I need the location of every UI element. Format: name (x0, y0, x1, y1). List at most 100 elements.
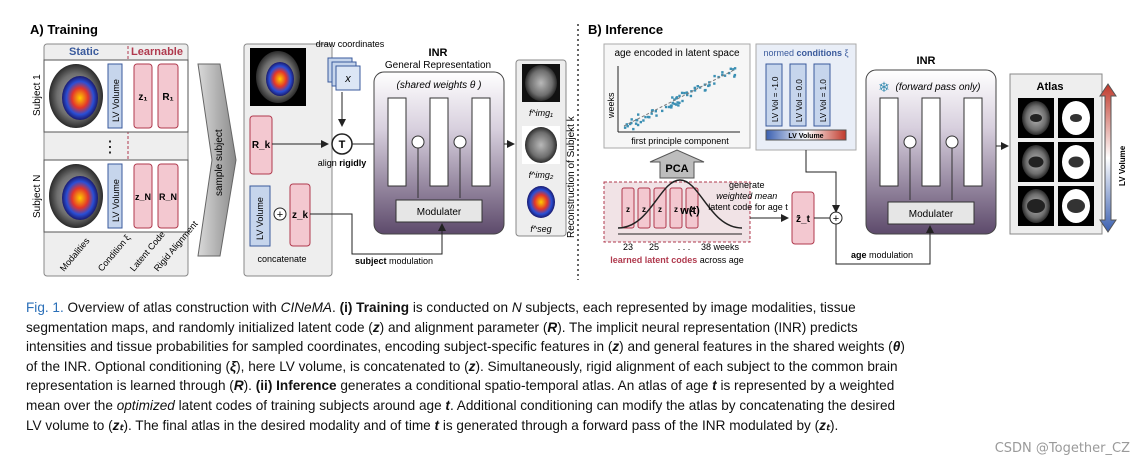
latent-code-label: z (674, 205, 678, 214)
scatter-point (680, 91, 684, 95)
scatter-point (639, 120, 642, 124)
scatter-point (676, 101, 679, 104)
watermark: CSDN @Together_CZ (994, 441, 1130, 456)
scatter-point (681, 99, 684, 103)
scatter-point (635, 119, 639, 122)
svg-text:38 weeks: 38 weeks (701, 242, 740, 252)
svg-text:f^img₁: f^img₁ (529, 108, 553, 118)
svg-text:(shared weights θ ): (shared weights θ ) (397, 80, 482, 91)
svg-text:23: 23 (623, 242, 633, 252)
scatter-point (713, 74, 716, 78)
svg-text:+: + (277, 209, 283, 221)
static-label: Static (69, 46, 99, 58)
svg-text:25: 25 (649, 242, 659, 252)
scatter-point (671, 96, 674, 99)
learned-latent-label: learned latent codes across age (610, 255, 744, 265)
figure-1: A) Training B) Inference Static Learnabl… (30, 22, 1127, 280)
scatter-point (708, 84, 711, 87)
svg-text:z_N: z_N (135, 192, 151, 202)
caption-line-6: mean over the optimized latent codes of … (26, 397, 896, 413)
svg-text:sample subject: sample subject (214, 129, 225, 196)
latent-code-label: z (642, 205, 646, 214)
concatenate-label: concatenate (257, 254, 306, 264)
svg-text:LV Volume: LV Volume (788, 133, 823, 140)
svg-text:LV Vol = 1.0: LV Vol = 1.0 (819, 79, 828, 122)
latent-z1 (133, 63, 153, 129)
atlas-ventricle (1030, 114, 1042, 122)
scatter-point (733, 73, 737, 77)
scatter-point (721, 71, 724, 74)
scatter-point (669, 104, 673, 108)
svg-text:Modulater: Modulater (909, 209, 954, 220)
svg-text:LV Vol = 0.0: LV Vol = 0.0 (795, 79, 804, 122)
latent-code-label: z (690, 205, 694, 214)
svg-text:INR: INR (429, 47, 448, 59)
modulater-training (395, 199, 483, 223)
svg-text:+: + (833, 213, 839, 225)
scatter-point (625, 123, 628, 126)
scatter-point (636, 123, 640, 127)
scatter-point (626, 125, 629, 128)
atlas-ventricle (1027, 199, 1045, 213)
scatter-point (661, 109, 664, 113)
svg-text:LV Volume: LV Volume (255, 197, 265, 240)
latent-code-bar (685, 187, 699, 229)
sample-subject-arrow: sample subject (197, 63, 237, 257)
scatter-point (648, 116, 651, 119)
svg-text:LV Volume: LV Volume (1118, 145, 1127, 186)
svg-text:w(t): w(t) (679, 205, 700, 217)
scatter-point (623, 126, 627, 129)
pca-arrow: PCA (649, 149, 705, 179)
sampled-zk (289, 183, 311, 247)
svg-text:LV Volume: LV Volume (111, 179, 121, 222)
figure-caption: Fig. 1. Overview of atlas construction w… (26, 298, 1116, 435)
scatter-point (651, 109, 654, 112)
scatter-point (686, 93, 689, 97)
caption-line-3: intensities and tissue probabilities for… (26, 339, 905, 355)
atlas-ventricle (1028, 156, 1044, 168)
scatter-point (689, 94, 693, 98)
scatter-point (678, 94, 681, 98)
scatter-point (729, 67, 732, 70)
scatter-point (717, 75, 720, 79)
svg-text:weeks: weeks (606, 92, 616, 119)
scatter-trend (623, 69, 735, 127)
svg-text:Atlas: Atlas (1037, 81, 1064, 93)
scatter-point (654, 110, 657, 113)
atlas-ventricle (1068, 156, 1084, 168)
latent-code-bar (653, 187, 667, 229)
scatter-point (677, 104, 680, 107)
subject-n-label: Subject N (32, 175, 43, 218)
svg-text:z̄_t: z̄_t (796, 214, 811, 225)
sampled-subject: draw coordinates x R_k LV Volume + z_k c… (243, 39, 385, 277)
svg-text:LV Vol = -1.0: LV Vol = -1.0 (771, 76, 780, 122)
generate-label: generate weighted mean latent code for a… (708, 180, 788, 212)
caption-line-1: Fig. 1. Overview of atlas construction w… (26, 300, 856, 315)
caption-line-4: of the INR. Optional conditioning (ξ), h… (26, 358, 898, 374)
svg-text:normed conditions ξ: normed conditions ξ (763, 48, 848, 58)
caption-line-5: representation is learned through (R). (… (26, 378, 895, 394)
subject-modulation: subject modulation (355, 256, 433, 266)
scatter-point (693, 86, 696, 90)
rigid-rn (157, 163, 179, 229)
atlas-ventricle (1067, 199, 1085, 213)
latent-code-bar (669, 187, 683, 229)
caption-line-2: segmentation maps, and randomly initiali… (26, 319, 858, 335)
subject-table: Static Learnable Subject 1 LV Volume z₁ … (32, 43, 200, 277)
latent-code-bar (621, 187, 635, 229)
scatter-point (733, 67, 737, 70)
scatter-point (696, 85, 699, 88)
recon-img2 (525, 127, 557, 163)
scatter-point (655, 114, 658, 117)
scatter-point (678, 101, 681, 104)
latent-zn (133, 163, 153, 229)
svg-text:first principle component: first principle component (631, 136, 729, 146)
scatter-point (675, 97, 678, 100)
svg-text:age encoded in latent space: age encoded in latent space (614, 48, 740, 59)
scatter-point (664, 105, 668, 109)
scatter-point (685, 91, 688, 94)
draw-coordinates: draw coordinates (316, 39, 385, 49)
align-rigidly: align rigidly (318, 158, 367, 168)
scatter-point (632, 127, 635, 131)
